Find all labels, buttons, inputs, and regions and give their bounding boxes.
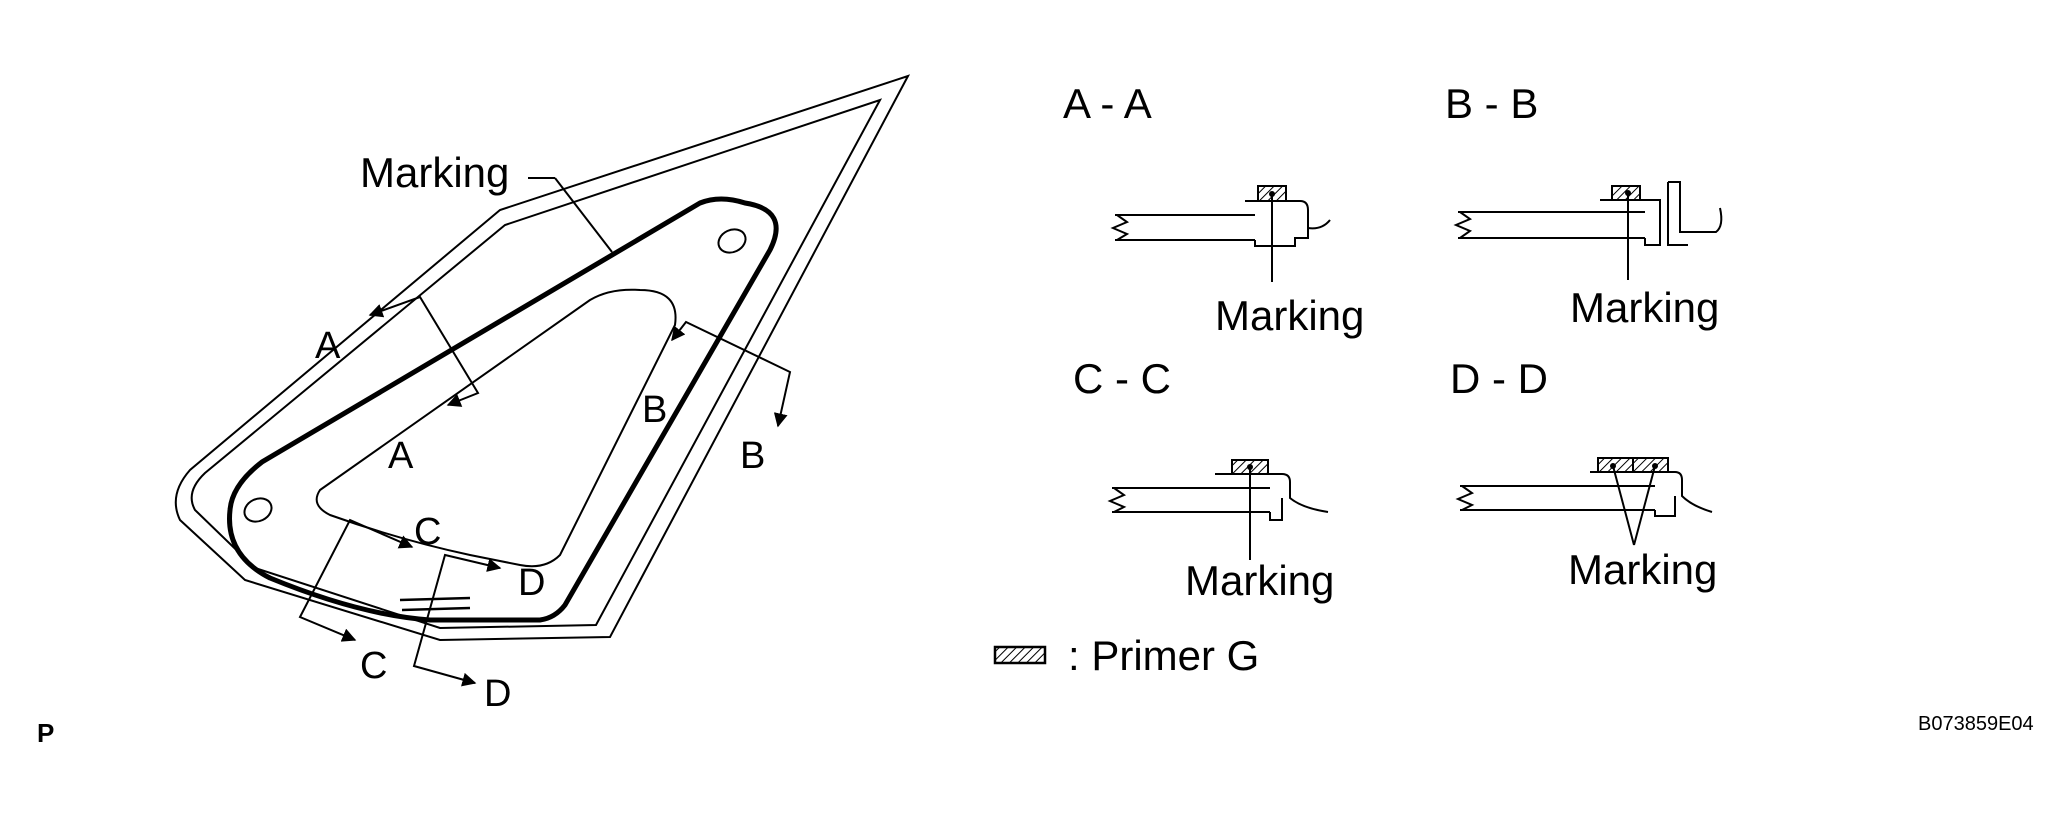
section-line-a: A A <box>315 295 480 477</box>
section-marking-c-c: Marking <box>1185 557 1334 604</box>
section-title-a-a: A - A <box>1063 80 1152 127</box>
section-line-c: C C <box>298 511 441 687</box>
section-title-d-d: D - D <box>1450 355 1548 402</box>
section-line-d: D D <box>412 553 545 715</box>
section-d-d: D - D Marking <box>1450 355 1717 593</box>
hatched-primer-swatch-icon <box>993 645 1047 665</box>
section-letter-d-outer: D <box>484 673 511 715</box>
section-b-b: B - B Marking <box>1445 80 1723 331</box>
legend: : Primer G <box>993 632 1259 679</box>
section-letter-a-outer: A <box>315 325 341 367</box>
section-c-c: C - C Marking <box>1073 355 1334 604</box>
section-letter-b-outer: B <box>740 435 765 477</box>
corner-letter: P <box>37 718 54 748</box>
section-marking-b-b: Marking <box>1570 284 1719 331</box>
figure-code: B073859E04 <box>1918 713 2034 735</box>
section-letter-a-inner: A <box>388 435 414 477</box>
section-letter-c-inner: C <box>414 511 441 553</box>
section-letter-c-outer: C <box>360 645 387 687</box>
quarter-window-glass <box>174 74 911 642</box>
marking-label-main: Marking <box>360 149 509 196</box>
section-letter-b-inner: B <box>642 389 667 431</box>
section-a-a: A - A Marking <box>1063 80 1364 339</box>
legend-text: : Primer G <box>1068 632 1259 679</box>
section-marking-d-d: Marking <box>1568 546 1717 593</box>
section-title-b-b: B - B <box>1445 80 1538 127</box>
section-letter-d-inner: D <box>518 562 545 604</box>
section-line-b: B B <box>642 320 792 477</box>
section-title-c-c: C - C <box>1073 355 1171 402</box>
section-marking-a-a: Marking <box>1215 292 1364 339</box>
marking-leader: Marking <box>360 149 613 253</box>
